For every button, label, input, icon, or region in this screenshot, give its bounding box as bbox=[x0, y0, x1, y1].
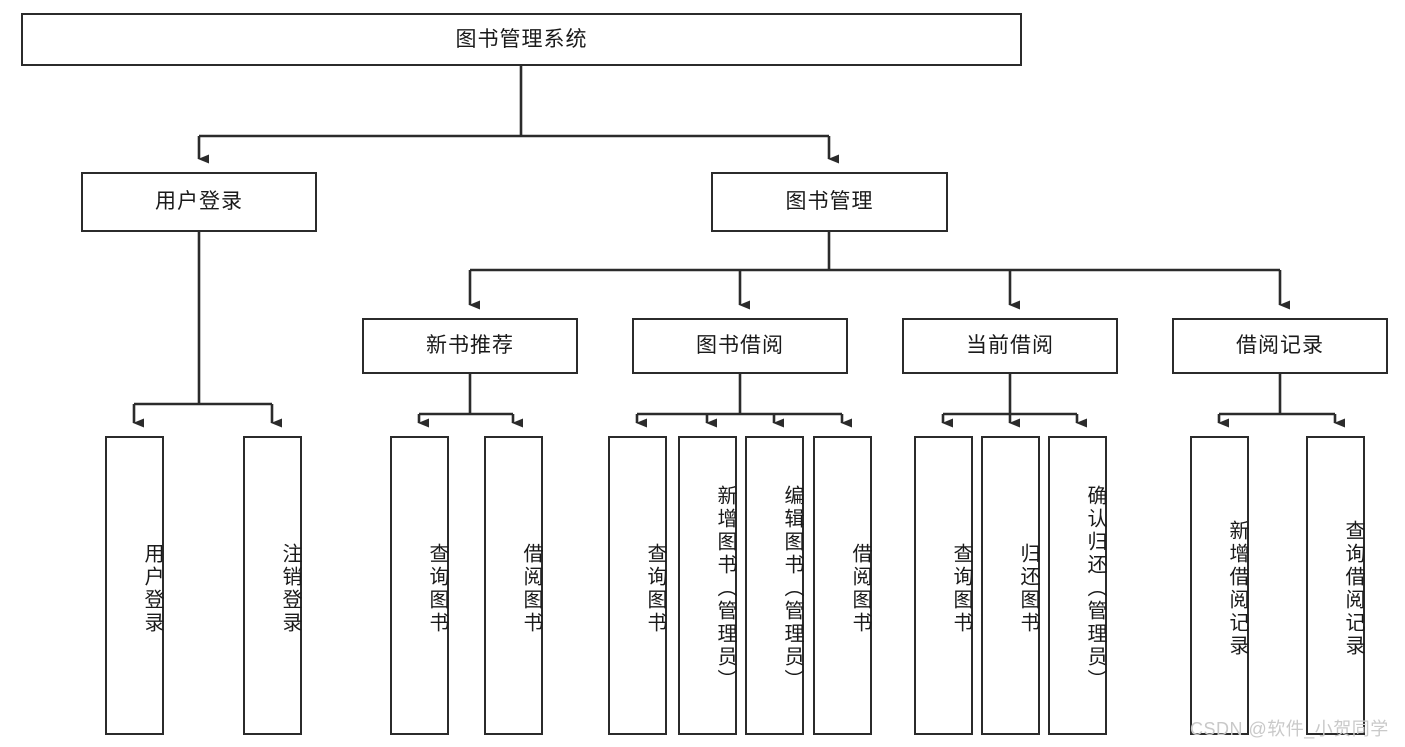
node-label: 借阅图书 bbox=[849, 542, 871, 635]
node-label: 查询图书 bbox=[644, 542, 666, 635]
node-leaf-borrow-book-1: 借阅图书 bbox=[484, 436, 543, 735]
node-leaf-add-book: 新增图书（管理员） bbox=[678, 436, 737, 735]
node-user-login: 用户登录 bbox=[81, 172, 317, 232]
node-label: 用户登录 bbox=[141, 542, 163, 635]
node-label: 用户登录 bbox=[155, 190, 243, 214]
node-label: 图书管理系统 bbox=[455, 27, 588, 51]
node-leaf-add-record: 新增借阅记录 bbox=[1190, 436, 1249, 735]
node-label: 借阅图书 bbox=[520, 542, 542, 635]
node-book-manage: 图书管理 bbox=[711, 172, 948, 232]
node-current-borrow: 当前借阅 bbox=[902, 318, 1118, 374]
node-leaf-confirm-return: 确认归还（管理员） bbox=[1048, 436, 1107, 735]
node-label: 归还图书 bbox=[1017, 542, 1039, 635]
node-label: 新增借阅记录 bbox=[1226, 519, 1248, 658]
node-leaf-query-book-2: 查询图书 bbox=[608, 436, 667, 735]
node-label: 图书管理 bbox=[785, 190, 874, 214]
node-label: 注销登录 bbox=[279, 542, 301, 635]
node-label: 确认归还（管理员） bbox=[1084, 485, 1106, 692]
node-label: 编辑图书（管理员） bbox=[781, 485, 803, 692]
node-label: 图书借阅 bbox=[696, 334, 784, 358]
node-label: 查询图书 bbox=[426, 542, 448, 635]
node-root: 图书管理系统 bbox=[21, 13, 1022, 66]
node-new-book-rec: 新书推荐 bbox=[362, 318, 578, 374]
node-label: 查询借阅记录 bbox=[1342, 519, 1364, 658]
node-book-borrow: 图书借阅 bbox=[632, 318, 848, 374]
node-leaf-query-book-3: 查询图书 bbox=[914, 436, 973, 735]
node-label: 新书推荐 bbox=[426, 334, 514, 358]
node-leaf-query-book-1: 查询图书 bbox=[390, 436, 449, 735]
node-borrow-record: 借阅记录 bbox=[1172, 318, 1388, 374]
node-leaf-logout: 注销登录 bbox=[243, 436, 302, 735]
node-label: 新增图书（管理员） bbox=[714, 485, 736, 692]
node-leaf-user-login: 用户登录 bbox=[105, 436, 164, 735]
node-leaf-edit-book: 编辑图书（管理员） bbox=[745, 436, 804, 735]
node-label: 查询图书 bbox=[950, 542, 972, 635]
node-leaf-return-book: 归还图书 bbox=[981, 436, 1040, 735]
node-label: 当前借阅 bbox=[966, 334, 1054, 358]
node-leaf-query-record: 查询借阅记录 bbox=[1306, 436, 1365, 735]
node-label: 借阅记录 bbox=[1236, 334, 1324, 358]
node-leaf-borrow-book-2: 借阅图书 bbox=[813, 436, 872, 735]
